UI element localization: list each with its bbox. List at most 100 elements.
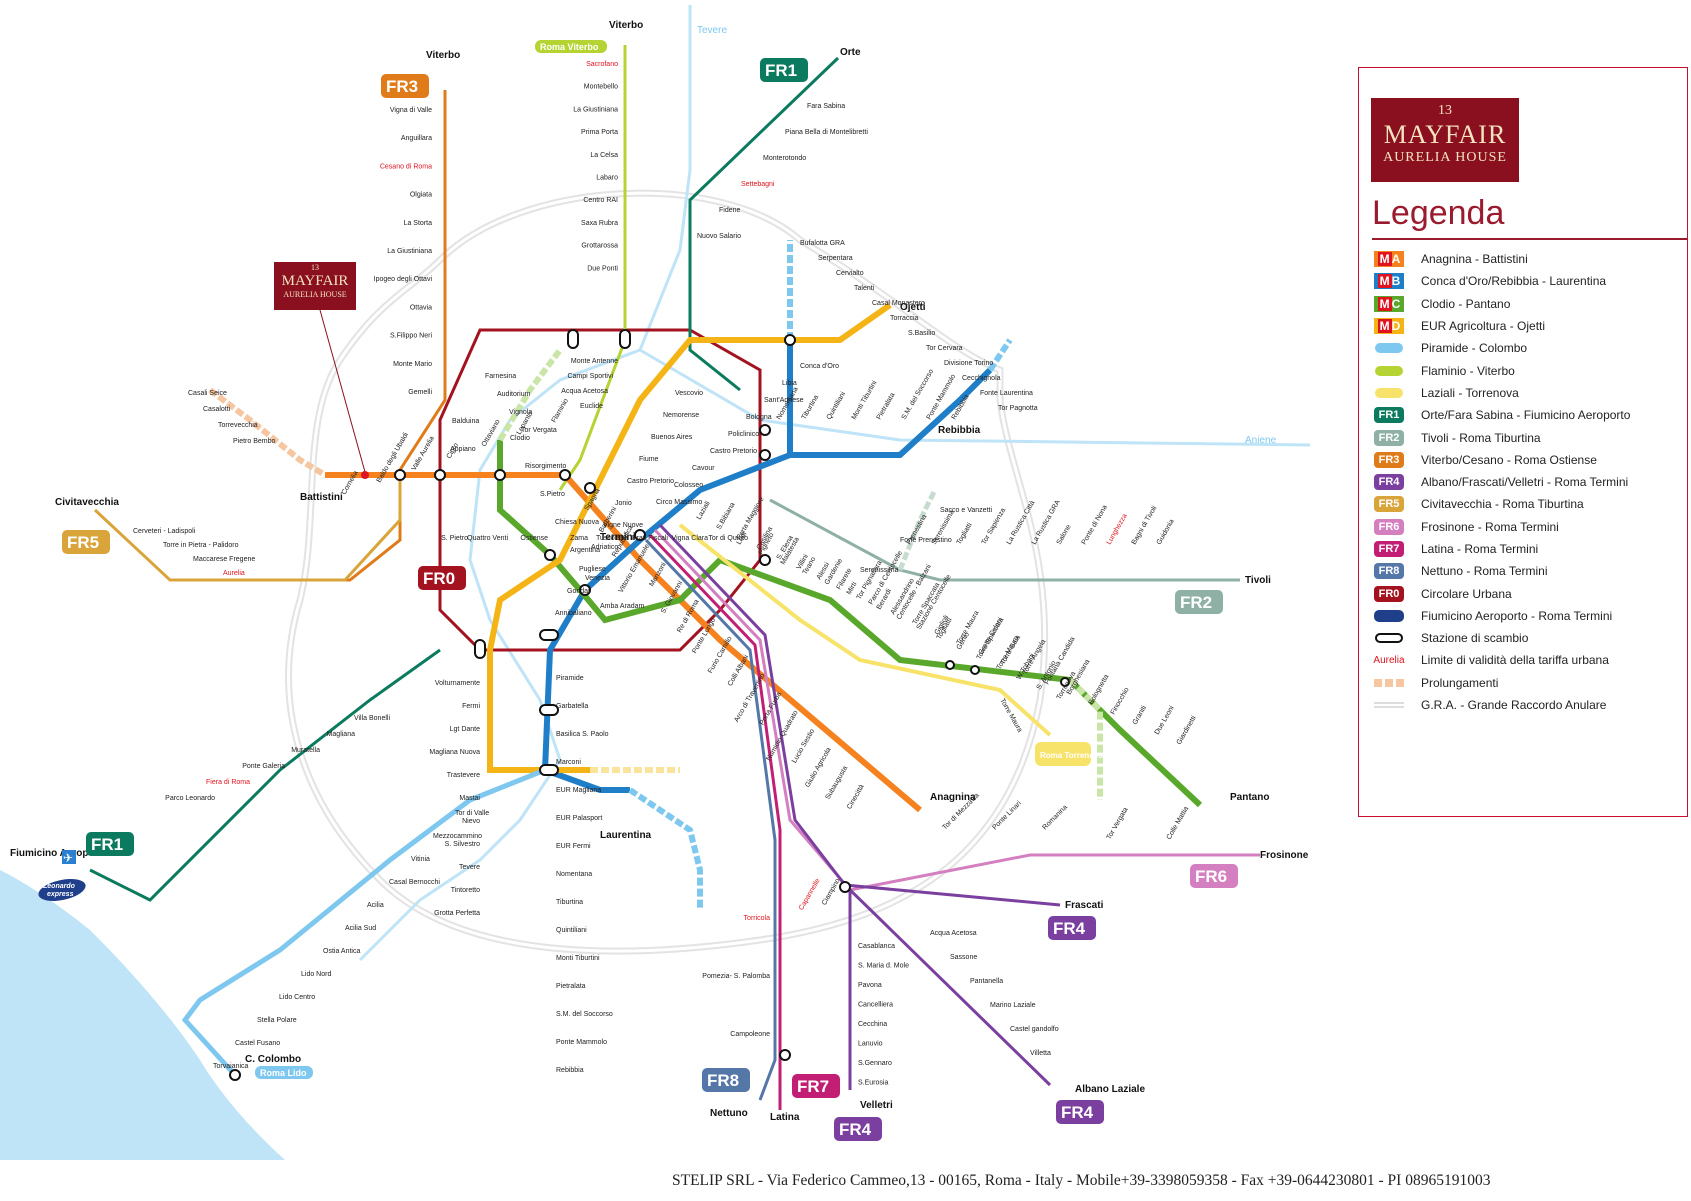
station-fr6-0: Tor Vergata bbox=[1106, 806, 1130, 841]
station-mbpro-7: Tor Cervara bbox=[926, 345, 963, 352]
station-mcb-20: Giardinetti bbox=[1176, 714, 1198, 746]
sea-area bbox=[0, 870, 285, 1160]
station-rt-1: S.Bibiana bbox=[716, 501, 737, 531]
mayfair-pointer bbox=[319, 309, 366, 473]
station-mbb-12: S.M. del Soccorso bbox=[556, 1011, 613, 1018]
station-mdb-6: Nievo bbox=[462, 818, 480, 825]
station-mc-5: Venezia bbox=[585, 575, 610, 582]
station-fr4vel-6: S.Gennaro bbox=[858, 1060, 892, 1067]
footer-contact: STELIP SRL - Via Federico Cammeo,13 - 00… bbox=[672, 1172, 1491, 1189]
terminus-viterbo-rv: Viterbo bbox=[609, 20, 643, 31]
station-lido-10: Castel Fusano bbox=[235, 1040, 280, 1047]
legend-swatch-FR6: FR6 bbox=[1373, 518, 1405, 535]
badge-fr8: FR8 bbox=[707, 1071, 739, 1090]
legend-label-gra: G.R.A. - Grande Raccordo Anulare bbox=[1421, 698, 1607, 713]
station-mbpro-6: S.Basilio bbox=[908, 330, 935, 337]
station-mc-3: Chiesa Nuova bbox=[555, 519, 599, 526]
legend-label-MC: Clodio - Pantano bbox=[1421, 296, 1511, 311]
legend-swatch-FR2: FR2 bbox=[1373, 429, 1405, 446]
legend-swatch-FR1: FR1 bbox=[1373, 407, 1405, 424]
station-mc-6: Amba Aradam bbox=[600, 603, 645, 610]
station-mdb-10: Grotta Perfetta bbox=[434, 910, 480, 917]
terminus-labels: Viterbo Viterbo Orte Civitavecchia Tivol… bbox=[10, 20, 1309, 1123]
station-lido-7: Lido Nord bbox=[301, 971, 331, 978]
station-fr6-1: Colle Mattia bbox=[1166, 805, 1191, 841]
station-mbb-1: Garbatella bbox=[556, 703, 588, 710]
station-fr0-5: Prati Fiscali bbox=[632, 535, 669, 542]
roma-torrenova-line bbox=[678, 523, 1052, 737]
badge-roma-lido: Roma Lido bbox=[260, 1068, 307, 1078]
station-mb-7: Colosseo bbox=[674, 482, 703, 489]
station-fr3-10: Gemelli bbox=[408, 389, 432, 396]
hotel-logo: 13 MAYFAIR AURELIA HOUSE bbox=[1371, 98, 1519, 182]
station-mcpro-2: Vignola bbox=[509, 409, 532, 416]
fr5-line bbox=[93, 470, 402, 582]
station-fr4vel-3: Cancelliera bbox=[858, 1002, 893, 1009]
metro-c-extension bbox=[497, 348, 1103, 800]
legend-title: Legenda bbox=[1372, 194, 1505, 232]
station-ma-6: Flaminio bbox=[551, 397, 570, 424]
station-mdb-2: Lgt Dante bbox=[450, 726, 480, 733]
terminus-viterbo-fr3: Viterbo bbox=[426, 50, 460, 61]
station-mbb-2: Basilica S. Paolo bbox=[556, 731, 609, 738]
station-fr1s-3: Ponte Galeria bbox=[242, 763, 285, 770]
station-mbb-6: EUR Fermi bbox=[556, 843, 591, 850]
badge-leonardo-2: express bbox=[47, 891, 74, 898]
legend-label-MB: Conca d'Oro/Rebibbia - Laurentina bbox=[1421, 274, 1607, 289]
station-rv-0: Sacrofano bbox=[586, 61, 618, 68]
station-fr7-1: Pomezia- S. Palomba bbox=[702, 973, 770, 980]
station-mbb-14: Rebibbia bbox=[556, 1067, 584, 1074]
legend-label-prolong: Prolungamenti bbox=[1421, 675, 1499, 690]
station-mapro-3: Pietro Bembo bbox=[233, 438, 276, 445]
station-lido-9: Stella Polare bbox=[257, 1017, 297, 1024]
legend-swatch-FR4: FR4 bbox=[1373, 474, 1405, 491]
station-mbb-10: Monti Tiburtini bbox=[556, 955, 600, 962]
station-fr3-3: Olgiata bbox=[410, 192, 432, 199]
station-fr0-3: Zama bbox=[570, 535, 588, 542]
legend-item-prolong: Prolungamenti bbox=[1373, 672, 1683, 694]
station-mab-15: Subaugusta bbox=[824, 765, 849, 801]
station-mab-13: Lucio Sestio bbox=[791, 728, 816, 765]
station-rv-7: Saxa Rubra bbox=[581, 220, 618, 227]
legend-item-interchange: Stazione di scambio bbox=[1373, 627, 1683, 649]
station-fr1n-4: Fidene bbox=[719, 207, 741, 214]
station-rvb-2: Acqua Acetosa bbox=[561, 388, 608, 395]
metro-d-line bbox=[487, 302, 892, 773]
aniene-label: Aniene bbox=[1245, 435, 1277, 446]
airplane-icon: ✈ bbox=[63, 851, 73, 865]
transit-map: Tevere Aniene Viterbo bbox=[0, 5, 1311, 1160]
fr1-south-line bbox=[89, 648, 441, 902]
legend-label-FR8: Nettuno - Roma Termini bbox=[1421, 564, 1548, 579]
station-mbpro-8: Divisione Torino bbox=[944, 360, 993, 367]
station-mb-8: Circo Massimo bbox=[656, 499, 702, 506]
station-fr4alb-5: Villetta bbox=[1030, 1050, 1051, 1057]
legend-item-leonardo: Fiumicino Aeroporto - Roma Termini bbox=[1373, 605, 1683, 627]
station-fr0-7: Tor di Quinto bbox=[708, 535, 748, 542]
legend-label-MA: Anagnina - Battistini bbox=[1421, 252, 1528, 267]
station-mb-4: Policlinico bbox=[728, 431, 759, 438]
station-mapro-0: Casali Seice bbox=[188, 390, 227, 397]
station-fr3-0: Vigna di Valle bbox=[390, 107, 432, 114]
terminus-frascati: Frascati bbox=[1065, 900, 1104, 911]
station-rv-4: La Celsa bbox=[590, 152, 618, 159]
station-fr5-2: Maccarese Fregene bbox=[193, 556, 255, 563]
legend-item-lido: Piramide - Colombo bbox=[1373, 337, 1683, 359]
legend-rule bbox=[1372, 238, 1687, 240]
station-fr2-8: Lunghezza bbox=[1106, 513, 1129, 546]
badge-fr2: FR2 bbox=[1180, 593, 1212, 612]
logo-line2: AURELIA HOUSE bbox=[1383, 150, 1507, 165]
fr-bundle-fr6 bbox=[653, 528, 1260, 892]
metro-a-line bbox=[325, 472, 922, 813]
legend-swatch-gra bbox=[1373, 697, 1405, 713]
